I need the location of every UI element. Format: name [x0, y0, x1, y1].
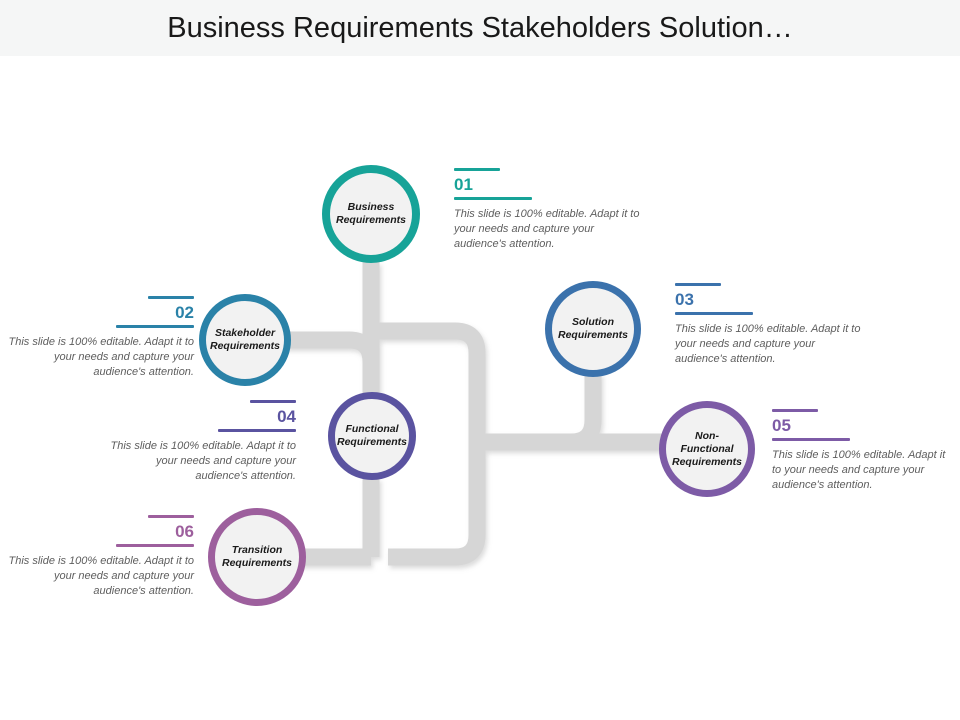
rule-top-01: [454, 168, 500, 171]
rule-top-03: [675, 283, 721, 286]
block-body-03: This slide is 100% editable. Adapt it to…: [675, 323, 861, 365]
block-number-03: 03: [675, 290, 694, 309]
text-block-03: 03 This slide is 100% editable. Adapt it…: [675, 283, 865, 367]
text-block-04: 04 This slide is 100% editable. Adapt it…: [106, 400, 296, 484]
text-block-02: 02 This slide is 100% editable. Adapt it…: [4, 296, 194, 380]
block-number-05: 05: [772, 416, 791, 435]
page-title: Business Requirements Stakeholders Solut…: [167, 12, 793, 44]
rule-bottom-01: [454, 197, 532, 200]
block-body-05: This slide is 100% editable. Adapt it to…: [772, 449, 946, 491]
header-band: [0, 0, 960, 56]
block-number-06: 06: [175, 522, 194, 541]
block-body-01: This slide is 100% editable. Adapt it to…: [454, 208, 640, 250]
rule-bottom-02: [116, 325, 194, 328]
block-body-06: This slide is 100% editable. Adapt it to…: [8, 555, 194, 597]
text-block-01: 01 This slide is 100% editable. Adapt it…: [454, 168, 644, 252]
rule-top-05: [772, 409, 818, 412]
rule-bottom-05: [772, 438, 850, 441]
connector-stakeholder: [285, 331, 380, 363]
text-block-05: 05 This slide is 100% editable. Adapt it…: [772, 409, 952, 493]
rule-top-04: [250, 400, 296, 403]
block-body-04: This slide is 100% editable. Adapt it to…: [110, 440, 296, 482]
rule-bottom-04: [218, 429, 296, 432]
connector-solution: [499, 373, 602, 451]
block-number-04: 04: [277, 407, 296, 426]
rule-bottom-06: [116, 544, 194, 547]
rule-bottom-03: [675, 312, 753, 315]
block-number-02: 02: [175, 303, 194, 322]
rule-top-06: [148, 515, 194, 518]
rule-top-02: [148, 296, 194, 299]
block-body-02: This slide is 100% editable. Adapt it to…: [8, 336, 194, 378]
text-block-06: 06 This slide is 100% editable. Adapt it…: [4, 515, 194, 599]
block-number-01: 01: [454, 175, 473, 194]
